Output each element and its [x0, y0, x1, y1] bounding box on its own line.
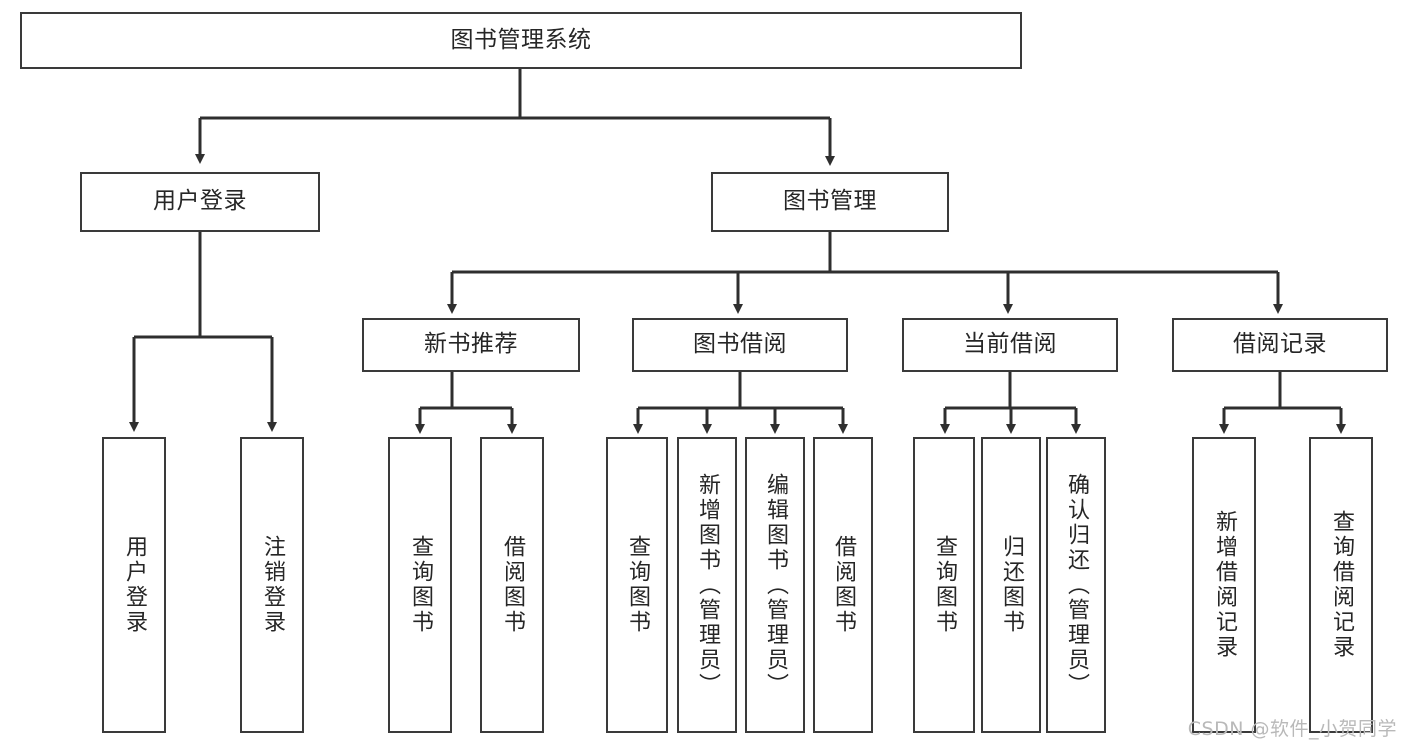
node-leaf-query-book-borrow[interactable]: 查询图书: [606, 437, 668, 733]
node-label: 用户登录: [153, 188, 247, 215]
node-label: 借阅记录: [1233, 331, 1327, 358]
node-label: 查询图书: [408, 535, 433, 635]
node-label: 新书推荐: [424, 331, 518, 358]
node-label: 图书借阅: [693, 331, 787, 358]
node-leaf-user-login[interactable]: 用户登录: [102, 437, 166, 733]
node-leaf-add-borrow-record[interactable]: 新增借阅记录: [1192, 437, 1256, 733]
watermark: CSDN @软件_小贺同学: [1187, 718, 1397, 740]
node-leaf-query-borrow-record[interactable]: 查询借阅记录: [1309, 437, 1373, 733]
node-label: 用户登录: [122, 535, 147, 635]
node-leaf-query-book-current[interactable]: 查询图书: [913, 437, 975, 733]
node-label: 借阅图书: [831, 535, 856, 635]
node-leaf-borrow-book-borrow[interactable]: 借阅图书: [813, 437, 873, 733]
node-new-book-recommend[interactable]: 新书推荐: [362, 318, 580, 372]
node-label: 编辑图书（管理员）: [763, 472, 788, 698]
node-label: 查询图书: [932, 535, 957, 635]
node-label: 查询借阅记录: [1329, 510, 1354, 660]
node-label: 查询图书: [625, 535, 650, 635]
node-book-borrow[interactable]: 图书借阅: [632, 318, 848, 372]
node-book-manage[interactable]: 图书管理: [711, 172, 949, 232]
node-label: 借阅图书: [500, 535, 525, 635]
node-current-borrow[interactable]: 当前借阅: [902, 318, 1118, 372]
node-label: 新增图书（管理员）: [695, 472, 720, 698]
node-label: 确认归还（管理员）: [1064, 472, 1089, 698]
node-label: 图书管理系统: [450, 26, 592, 53]
node-borrow-record[interactable]: 借阅记录: [1172, 318, 1388, 372]
node-leaf-return-book[interactable]: 归还图书: [981, 437, 1041, 733]
node-user-login[interactable]: 用户登录: [80, 172, 320, 232]
node-leaf-borrow-book-recommend[interactable]: 借阅图书: [480, 437, 544, 733]
node-leaf-confirm-return[interactable]: 确认归还（管理员）: [1046, 437, 1106, 733]
node-book-management-system[interactable]: 图书管理系统: [20, 12, 1022, 69]
node-label: 图书管理: [783, 188, 877, 215]
node-leaf-edit-book[interactable]: 编辑图书（管理员）: [745, 437, 805, 733]
node-label: 当前借阅: [963, 331, 1057, 358]
node-leaf-user-logout[interactable]: 注销登录: [240, 437, 304, 733]
node-label: 归还图书: [999, 535, 1024, 635]
node-label: 注销登录: [260, 535, 285, 635]
node-leaf-query-book-recommend[interactable]: 查询图书: [388, 437, 452, 733]
node-leaf-add-book[interactable]: 新增图书（管理员）: [677, 437, 737, 733]
node-label: 新增借阅记录: [1212, 510, 1237, 660]
